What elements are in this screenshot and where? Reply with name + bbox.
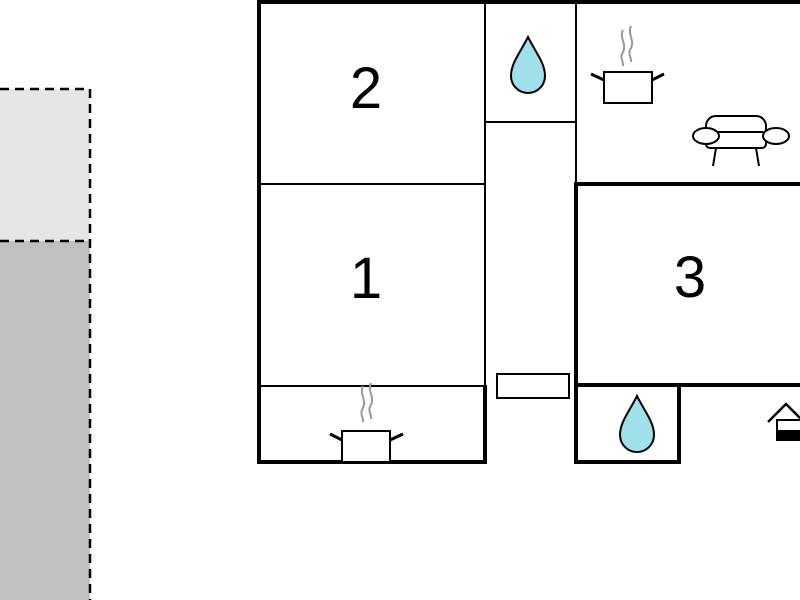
room-1-number: 1: [350, 246, 382, 311]
cooking-pot-icon: [329, 382, 404, 463]
door: [496, 373, 570, 399]
sofa-icon: [692, 115, 790, 167]
house-entrance-icon: [767, 402, 800, 441]
outdoor-area-dark: [0, 241, 90, 600]
room-3-number: 3: [674, 245, 706, 310]
outdoor-area-light: [0, 89, 90, 241]
water-drop-icon: [618, 393, 656, 453]
water-drop-icon: [509, 34, 547, 94]
walls: [257, 0, 800, 464]
room-2-number: 2: [350, 56, 382, 121]
outdoor-border: [0, 87, 92, 600]
outdoor-area: [0, 87, 92, 600]
cooking-pot-icon: [590, 25, 665, 104]
